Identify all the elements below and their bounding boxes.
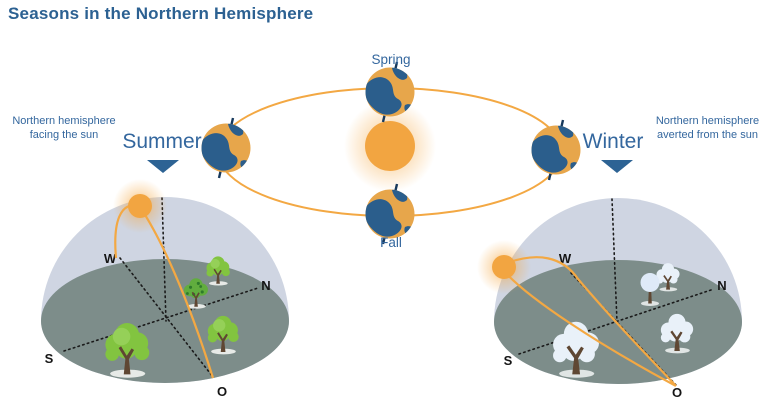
season-label-winter: Winter — [582, 130, 644, 153]
summer-sun-icon — [128, 194, 152, 218]
annotation-hemisphere-facing: Northern hemisphere facing the sun — [12, 115, 116, 141]
compass-label-east-left: O — [217, 384, 227, 399]
page-title: Seasons in the Northern Hemisphere — [8, 4, 314, 23]
winter-sun-icon — [492, 255, 516, 279]
compass-label-north-left: N — [261, 278, 270, 293]
summer-pointer-triangle-icon — [147, 160, 179, 173]
sun-icon — [365, 121, 415, 171]
compass-label-west-right: W — [559, 251, 572, 266]
earth-winter-icon — [531, 120, 581, 180]
winter-dome: W N S O — [477, 198, 742, 400]
annotation-hemisphere-averted: Northern hemisphere averted from the sun — [655, 115, 760, 141]
orbit-diagram — [201, 62, 581, 244]
compass-label-south-left: S — [45, 351, 54, 366]
compass-label-east-right: O — [672, 385, 682, 400]
compass-label-north-right: N — [717, 278, 726, 293]
season-label-summer: Summer — [122, 130, 202, 153]
compass-label-west-left: W — [104, 251, 117, 266]
earth-summer-icon — [201, 118, 251, 178]
season-label-spring: Spring — [371, 52, 411, 67]
winter-pointer-triangle-icon — [601, 160, 633, 173]
compass-label-south-right: S — [504, 353, 513, 368]
season-label-fall: Fall — [380, 235, 402, 250]
winter-dome-ground — [494, 260, 742, 384]
summer-dome: W N S O — [41, 179, 289, 399]
